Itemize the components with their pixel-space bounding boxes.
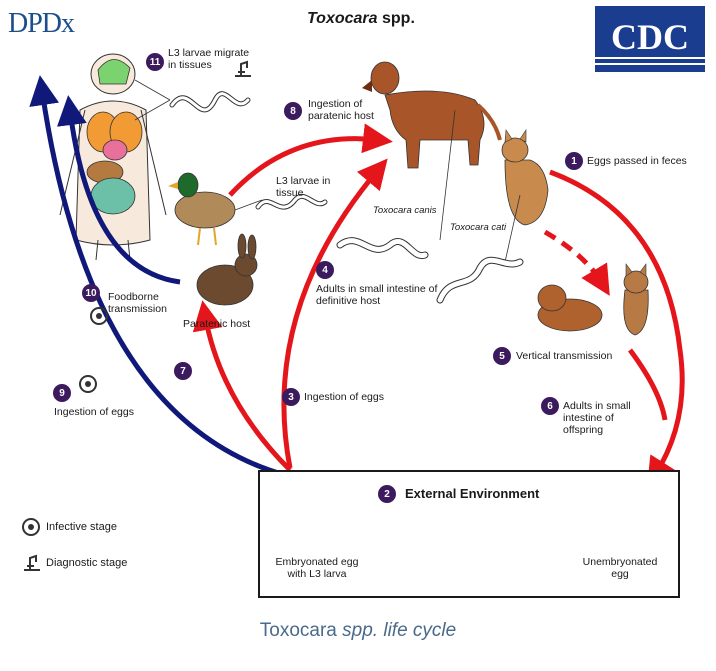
step-10-label: Foodborne transmission <box>108 291 167 315</box>
step-9-label: Ingestion of eggs <box>54 406 134 418</box>
step-4-label: Adults in small intestine of definitive … <box>316 283 438 307</box>
l3-tissue-label: L3 larvae in tissue <box>276 175 331 199</box>
step-6-label: Adults in small intestine of offspring <box>563 400 631 436</box>
arrow-7 <box>192 300 292 472</box>
puppy <box>537 284 603 332</box>
arrow-9 <box>29 75 286 478</box>
biohazard-icon <box>90 307 108 325</box>
kitten <box>623 263 649 336</box>
step-8-label: Ingestion of paratenic host <box>308 98 374 122</box>
step-8-badge: 8 <box>284 102 302 120</box>
step-7-badge: 7 <box>174 362 192 380</box>
dpdx-logo: DPDx <box>8 8 75 39</box>
arrow-vertical <box>543 229 610 296</box>
paratenic-host-label: Paratenic host <box>183 318 251 330</box>
arrow-1 <box>549 169 685 488</box>
duck <box>168 172 236 246</box>
arrow-6 <box>627 348 668 421</box>
step-11-label: L3 larvae migrate in tissues <box>168 47 250 71</box>
dog <box>362 61 502 169</box>
legend-diagnostic: Diagnostic stage <box>46 557 128 569</box>
step-3-label: Ingestion of eggs <box>304 391 384 403</box>
step-3-badge: 3 <box>282 388 300 406</box>
arrow-3 <box>281 158 388 469</box>
step-9-badge: 9 <box>53 384 71 402</box>
step-11-badge: 11 <box>146 53 164 71</box>
step-10-badge: 10 <box>82 284 100 302</box>
step-2-badge: 2 <box>378 485 396 503</box>
step-2-label: External Environment <box>405 486 540 501</box>
microscope-icon <box>235 60 251 77</box>
svg-text:CDC: CDC <box>611 17 689 57</box>
figure-caption: Toxocara spp. life cycle <box>259 620 457 641</box>
step-5-label: Vertical transmission <box>516 350 613 362</box>
arrow-10 <box>56 95 181 285</box>
biohazard-icon <box>22 518 40 536</box>
arrow-8 <box>228 123 393 197</box>
page-title: Toxocara spp. <box>307 10 415 27</box>
embryonated-egg-label: Embryonated egg with L3 larva <box>275 556 359 580</box>
toxocara-cati-label: Toxocara cati <box>450 222 507 233</box>
biohazard-icon <box>79 375 97 393</box>
rabbit <box>196 233 258 306</box>
step-1-label: Eggs passed in feces <box>587 155 687 167</box>
unembryonated-egg-label: Unembryonated egg <box>582 556 658 580</box>
step-5-badge: 5 <box>493 347 511 365</box>
step-4-badge: 4 <box>316 261 334 279</box>
legend-infective: Infective stage <box>46 521 117 533</box>
toxocara-canis-label: Toxocara canis <box>373 205 437 216</box>
external-environment-box <box>258 470 680 598</box>
cdc-logo: CDC <box>595 6 705 72</box>
step-1-badge: 1 <box>565 152 583 170</box>
microscope-icon <box>24 554 40 571</box>
cat <box>501 129 549 226</box>
step-6-badge: 6 <box>541 397 559 415</box>
